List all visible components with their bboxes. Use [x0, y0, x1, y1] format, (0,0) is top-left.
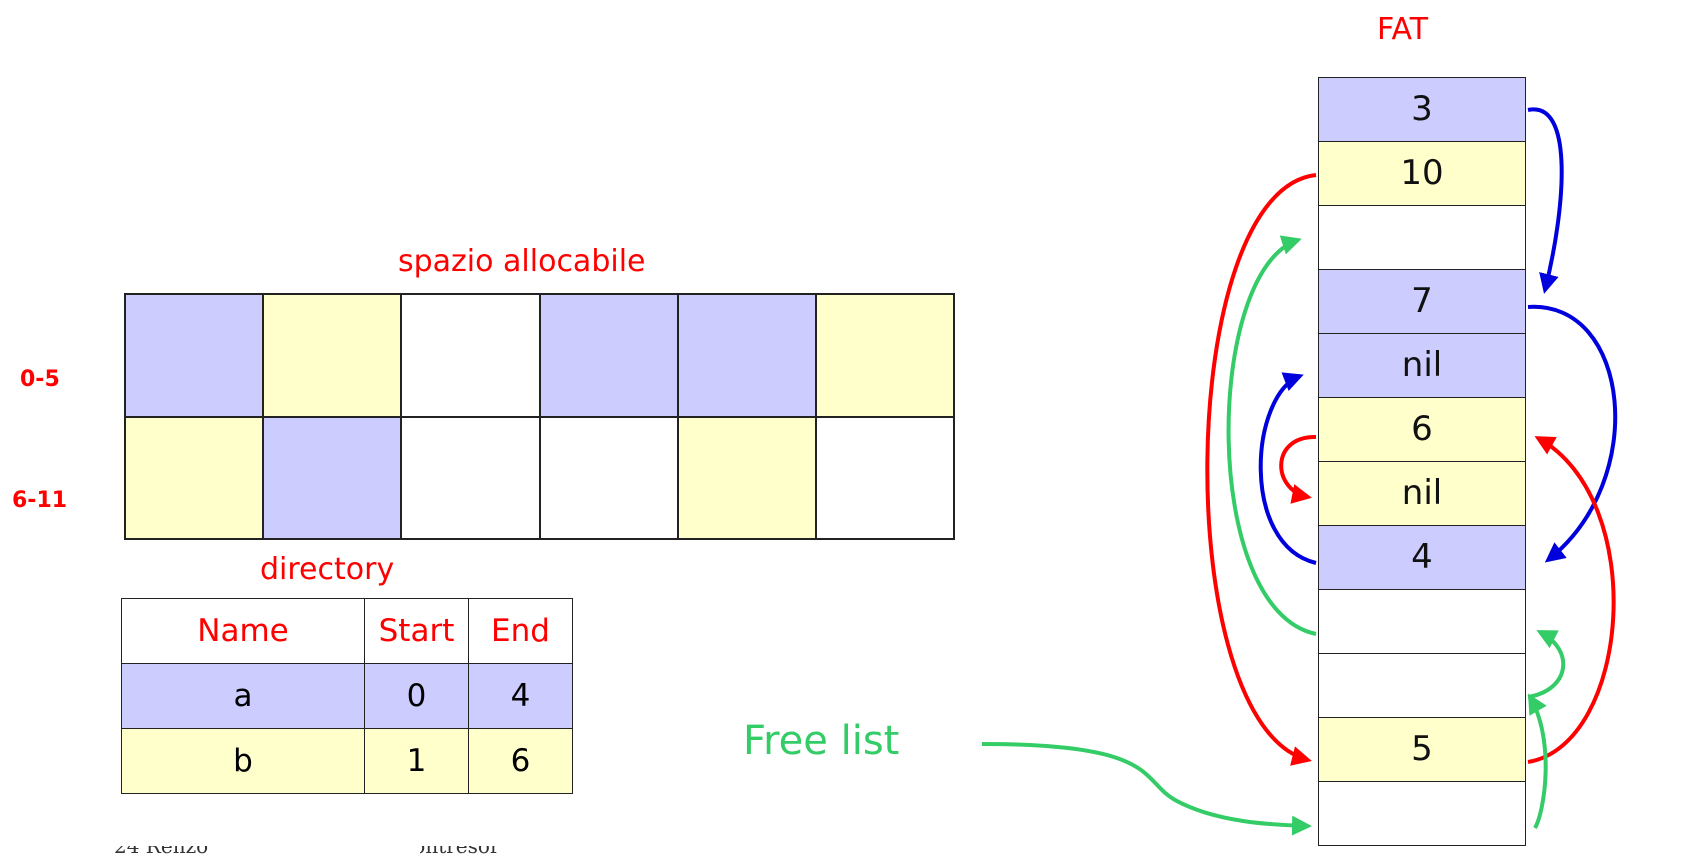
- space-block-11: [815, 416, 954, 539]
- arrow-red-1-to-10: [1205, 173, 1317, 766]
- space-block-3: [539, 294, 678, 417]
- arrow-blue-7-to-4: [1258, 372, 1317, 565]
- directory-title: directory: [260, 552, 395, 587]
- header-start: Start: [364, 598, 469, 664]
- fat-entry-11: [1318, 782, 1526, 846]
- fat-entry-2: [1318, 206, 1526, 270]
- space-block-5: [815, 294, 954, 417]
- space-title: spazio allocabile: [398, 244, 646, 279]
- fat-entry-0: 3: [1318, 77, 1526, 142]
- space-block-1: [263, 294, 402, 417]
- dir-start-cell: 0: [364, 663, 469, 729]
- fat-entry-9: [1318, 654, 1526, 718]
- allocatable-space-grid: [124, 293, 955, 540]
- fat-entry-8: [1318, 590, 1526, 654]
- arrow-green-8-to-2: [1226, 235, 1317, 636]
- space-block-9: [539, 416, 678, 539]
- row-label-6-11: 6-11: [12, 488, 68, 513]
- fat-title: FAT: [1377, 12, 1429, 47]
- arrow-green-11-to-9: [1527, 693, 1548, 829]
- header-end: End: [468, 598, 573, 664]
- arrow-red-10-to-5: [1527, 436, 1616, 764]
- header-name: Name: [121, 598, 365, 664]
- fat-entry-5: 6: [1318, 398, 1526, 462]
- space-block-0: [125, 294, 264, 417]
- arrow-green-free-list-head: [981, 742, 1312, 836]
- directory-header-row: Name Start End: [121, 598, 573, 664]
- dir-name-cell: b: [121, 728, 365, 794]
- fat-entry-6: nil: [1318, 462, 1526, 526]
- fat-entry-4: nil: [1318, 334, 1526, 398]
- arrow-green-9-to-8: [1527, 630, 1566, 699]
- arrow-blue-3-to-7: [1527, 304, 1618, 563]
- arrow-red-5-to-6: [1279, 434, 1317, 504]
- fat-entry-7: 4: [1318, 526, 1526, 590]
- space-block-8: [401, 416, 540, 539]
- row-label-0-5: 0-5: [20, 367, 60, 392]
- fat-entry-1: 10: [1318, 142, 1526, 206]
- table-row: b 1 6: [121, 728, 573, 794]
- space-block-7: [263, 416, 402, 539]
- free-list-label: Free list: [743, 718, 900, 764]
- directory-table: Name Start End a 0 4 b 1 6: [121, 598, 573, 794]
- space-block-10: [677, 416, 816, 539]
- space-block-2: [401, 294, 540, 417]
- dir-end-cell: 4: [468, 663, 573, 729]
- fat-entry-3: 7: [1318, 270, 1526, 334]
- footer-mask: [215, 838, 420, 868]
- space-block-6: [125, 416, 264, 539]
- space-block-4: [677, 294, 816, 417]
- arrow-blue-0-to-3: [1527, 107, 1564, 294]
- fat-entry-10: 5: [1318, 718, 1526, 782]
- dir-end-cell: 6: [468, 728, 573, 794]
- dir-start-cell: 1: [364, 728, 469, 794]
